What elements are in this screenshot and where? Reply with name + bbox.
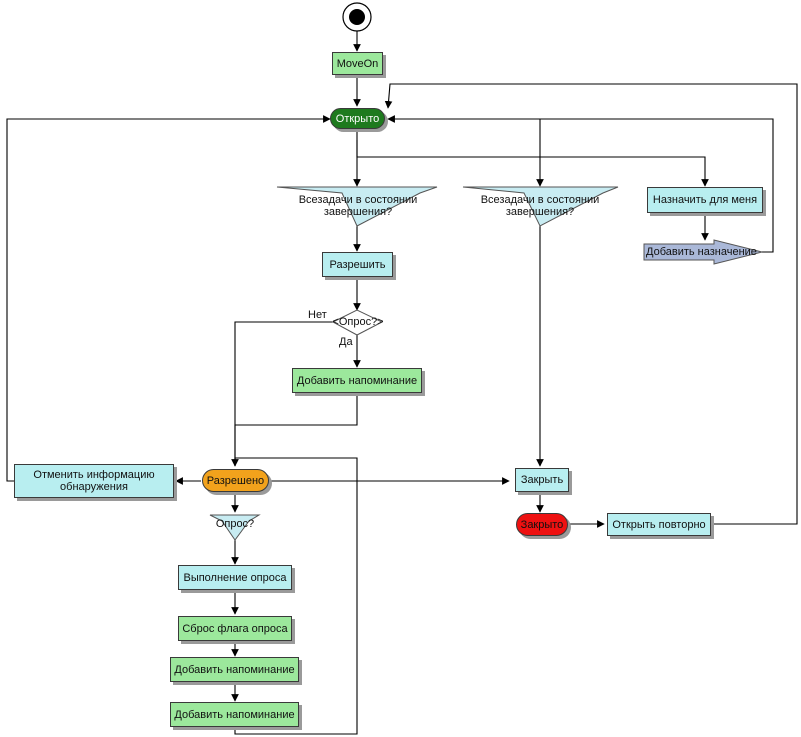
decision-shape-survey (331, 309, 384, 336)
decision-shape-mid (462, 186, 619, 227)
start-node (342, 2, 372, 32)
resolve-node[interactable]: Разрешить (322, 252, 393, 277)
state-resolved[interactable]: Разрешено (202, 469, 269, 492)
decision-all-tasks-mid: Всезадачи в состоянии завершения? (480, 194, 600, 218)
decision-all-tasks-left: Всезадачи в состоянии завершения? (298, 194, 418, 218)
close-action-node[interactable]: Закрыть (515, 468, 569, 492)
state-open[interactable]: Открыто (330, 108, 385, 129)
do-survey-node[interactable]: Выполнение опроса (178, 565, 292, 590)
add-reminder-node-2[interactable]: Добавить напоминание (170, 657, 299, 682)
add-reminder-node-1[interactable]: Добавить напоминание (292, 368, 422, 393)
add-assignment-shape (643, 239, 763, 265)
survey-q-label: Опрос? (215, 518, 255, 530)
add-reminder-node-3[interactable]: Добавить напоминание (170, 702, 299, 727)
state-closed[interactable]: Закрыто (516, 513, 568, 536)
reopen-node[interactable]: Открыть повторно (607, 513, 711, 536)
survey-decision-label: <Опрос?> (332, 316, 384, 328)
moveon-node[interactable]: MoveOn (332, 52, 383, 75)
decision-shape-survey-q (209, 514, 261, 541)
add-assignment-label[interactable]: Добавить назначение (646, 246, 757, 258)
edge-label-yes: Да (339, 336, 353, 348)
decision-shape-left (276, 186, 438, 227)
edge-label-no: Нет (308, 309, 327, 321)
connectors (6, 31, 798, 735)
cancel-discovery-node[interactable]: Отменить информацию обнаружения (14, 464, 174, 498)
reset-survey-flag-node[interactable]: Сброс флага опроса (178, 616, 292, 641)
assign-to-me-node[interactable]: Назначить для меня (647, 187, 763, 213)
